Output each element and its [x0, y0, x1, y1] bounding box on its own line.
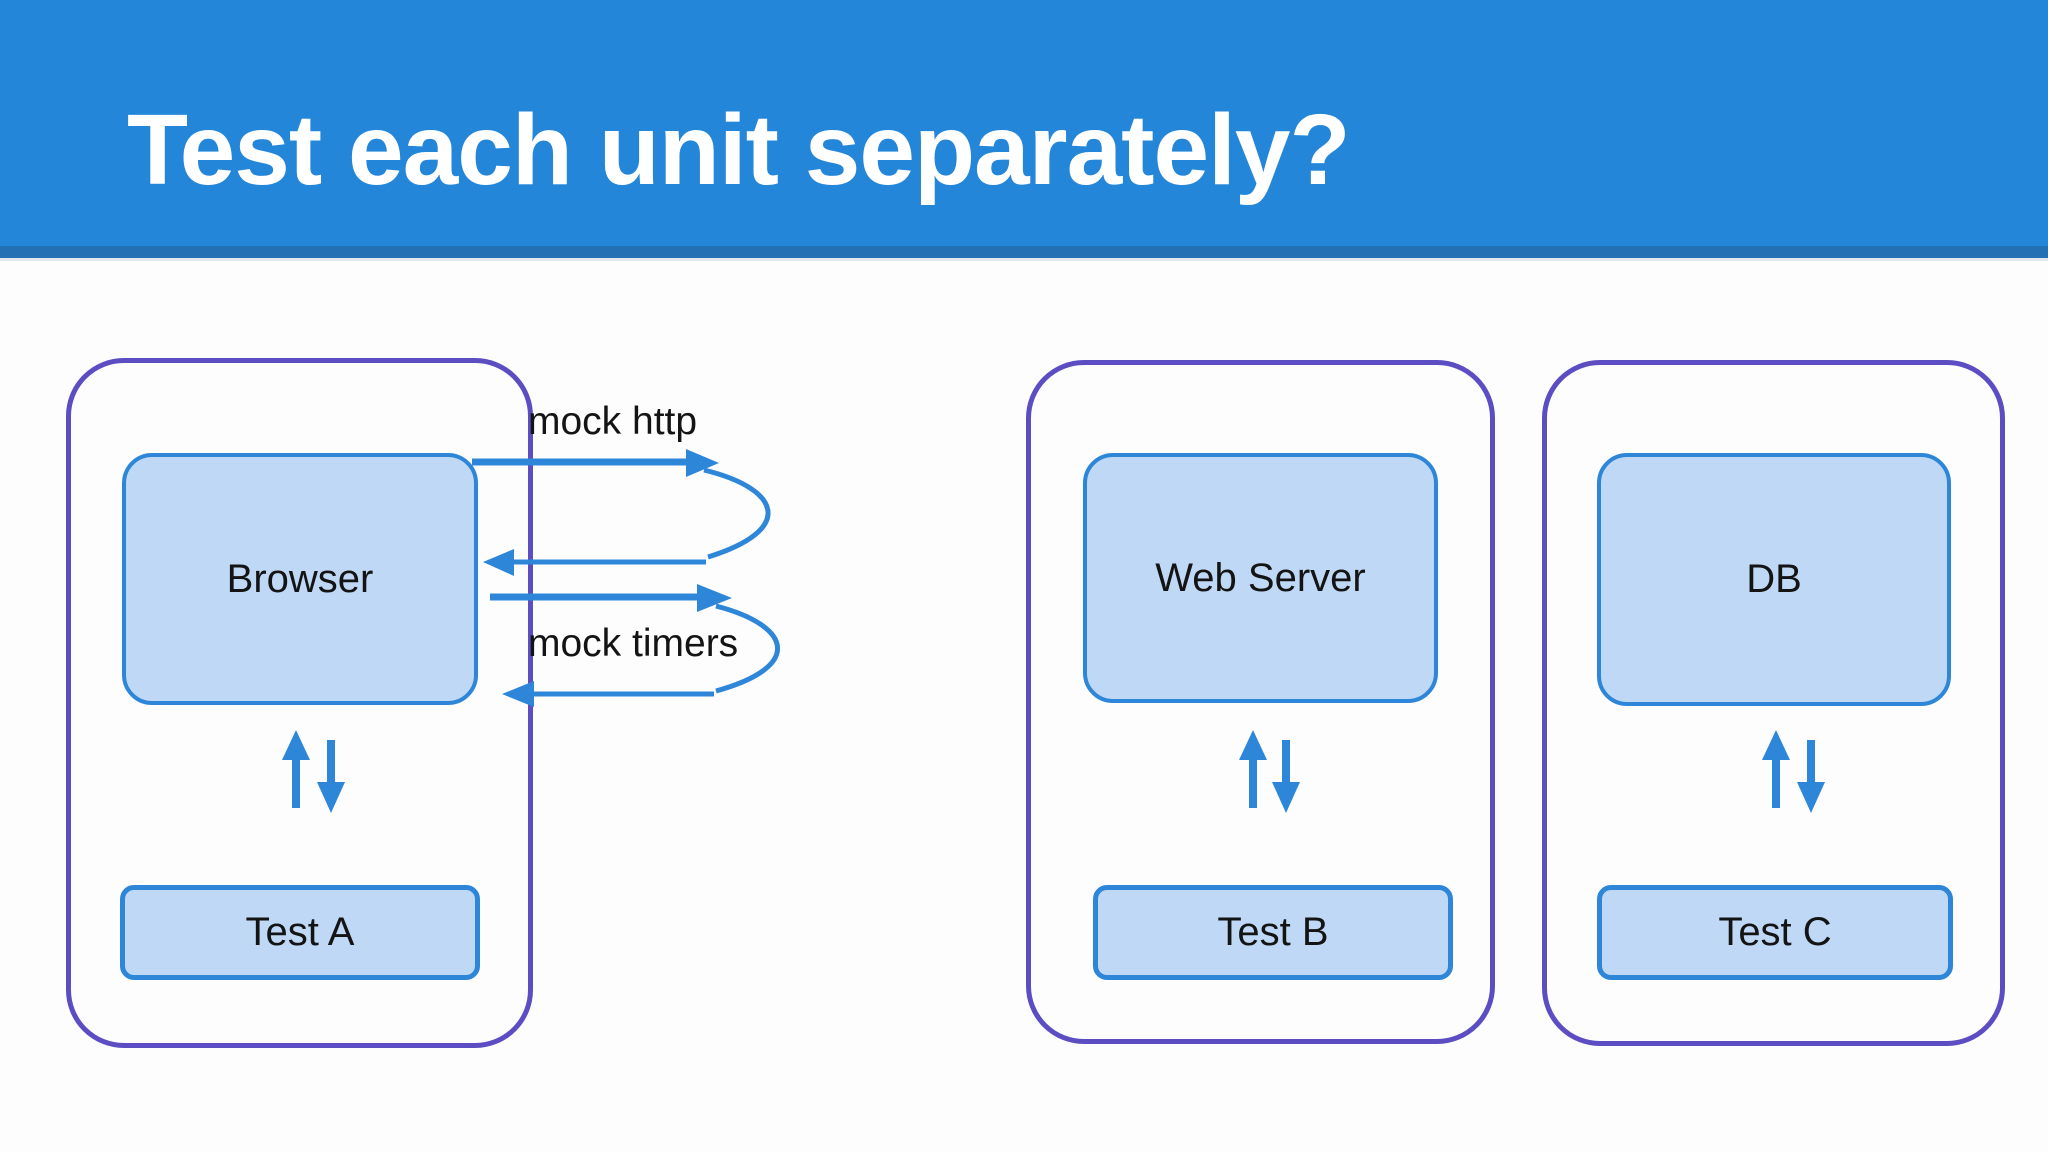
node-test-b-label: Test B — [1217, 910, 1329, 954]
header-divider — [0, 258, 2048, 261]
unit-group-db — [1542, 360, 2005, 1046]
node-test-a: Test A — [120, 885, 480, 980]
node-db-label: DB — [1746, 557, 1802, 601]
node-test-b: Test B — [1093, 885, 1453, 980]
right-arrowhead-icon — [686, 449, 719, 477]
node-web-server-label: Web Server — [1155, 555, 1366, 600]
slide-title: Test each unit separately? — [127, 94, 1351, 206]
unit-group-webserver — [1026, 360, 1495, 1044]
node-db: DB — [1597, 453, 1951, 706]
node-test-c: Test C — [1597, 885, 1953, 980]
mock-http-label: mock http — [528, 400, 698, 443]
node-web-server: Web Server — [1083, 453, 1438, 703]
right-arrowhead-icon — [697, 584, 732, 612]
node-test-c-label: Test C — [1718, 910, 1832, 954]
mock-timers-label: mock timers — [528, 622, 739, 665]
node-browser-label: Browser — [226, 556, 374, 601]
node-browser: Browser — [122, 453, 478, 705]
slide-header: Test each unit separately? — [0, 0, 2048, 246]
node-test-a-label: Test A — [245, 910, 355, 954]
header-accent-strip — [0, 246, 2048, 258]
